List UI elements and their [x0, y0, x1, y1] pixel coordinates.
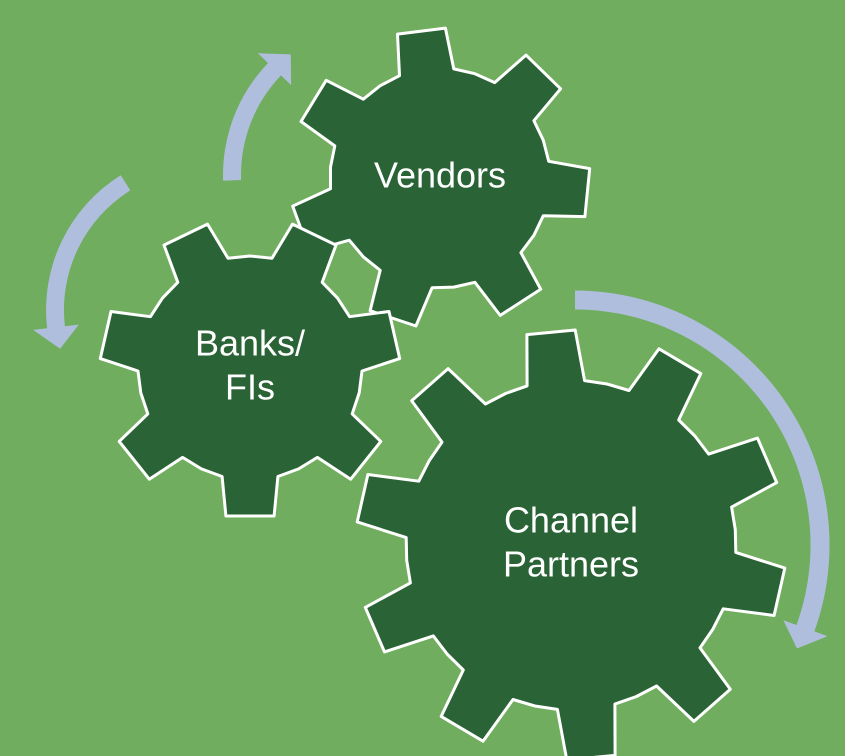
gear-banks-label-line-1: Banks/ [195, 323, 305, 364]
gear-banks-label-line-2: FIs [225, 367, 275, 408]
gear-banks: Banks/FIs [98, 222, 402, 518]
arrow-right-down [575, 290, 830, 649]
gear-channel-label-line-1: Channel [504, 500, 638, 541]
gear-vendors-label-line-1: Vendors [374, 155, 506, 196]
gear-channel-shape [355, 328, 787, 756]
arrow-upper-left-up [223, 53, 292, 181]
arrows-layer [33, 53, 830, 649]
gear-vendors: Vendors [291, 26, 592, 328]
arrow-left-down [33, 175, 131, 349]
gear-channel-label-line-2: Partners [503, 544, 639, 585]
gear-banks-shape [98, 222, 402, 518]
